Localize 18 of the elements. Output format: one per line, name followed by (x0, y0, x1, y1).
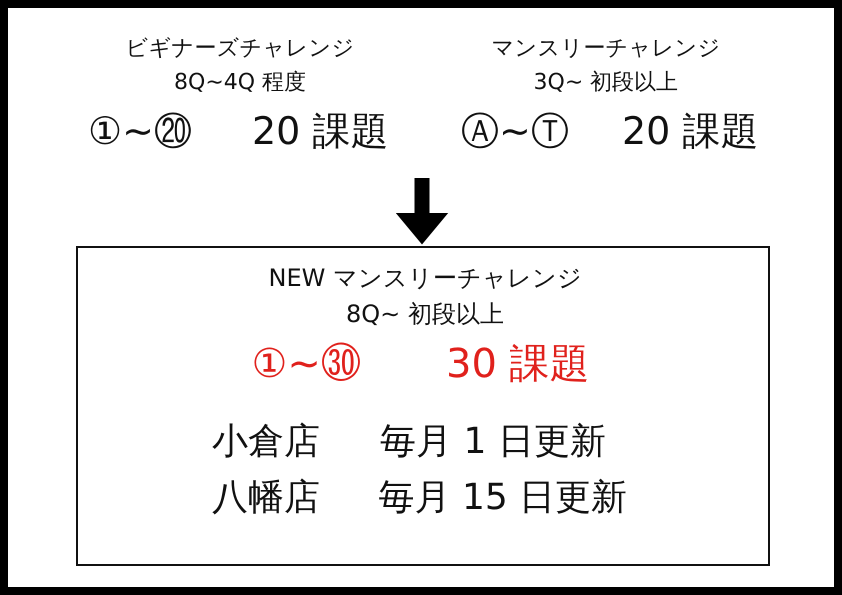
range-text: ①~⑳ (88, 112, 192, 150)
heading-text: NEW マンスリーチャレンジ (268, 266, 582, 290)
count-text: 20 課題 (622, 112, 758, 150)
range-text: ①~㉚ (252, 344, 361, 384)
store-name: 小倉店 (212, 424, 320, 460)
grade-text: 3Q~ 初段以上 (534, 72, 678, 94)
heading-text: マンスリーチャレンジ (492, 38, 720, 60)
count-text: 20 課題 (252, 112, 388, 150)
challenge-box (76, 246, 770, 566)
down-arrow (396, 178, 448, 244)
update-schedule: 毎月 1 日更新 (380, 424, 606, 460)
grade-text: 8Q~ 初段以上 (346, 302, 504, 326)
store-name: 八幡店 (212, 480, 320, 516)
count-text: 30 課題 (446, 344, 590, 384)
heading-text: ビギナーズチャレンジ (126, 38, 354, 60)
update-schedule: 毎月 15 日更新 (378, 480, 628, 516)
grade-text: 8Q~4Q 程度 (174, 72, 306, 94)
range-text: Ⓐ~Ⓣ (461, 112, 569, 150)
